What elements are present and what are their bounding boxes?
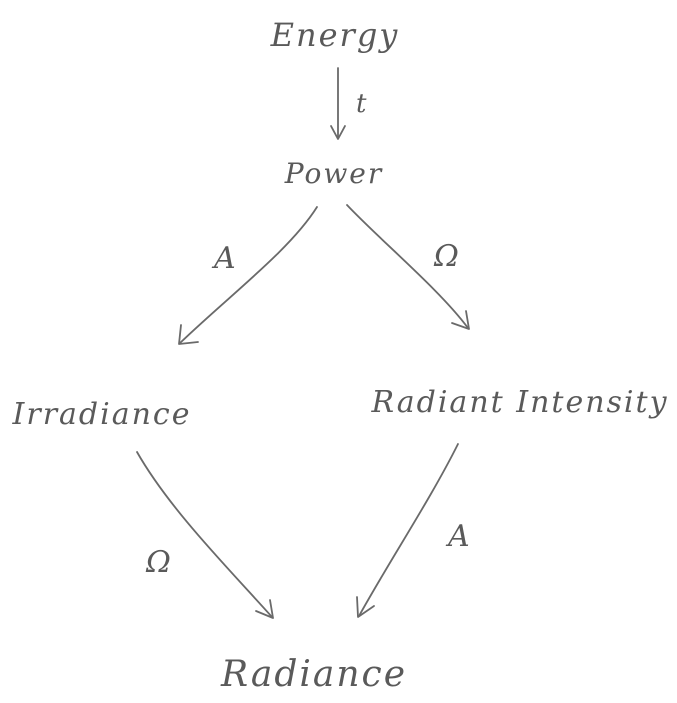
edge-irradiance-to-radiance: [136, 451, 274, 619]
edge-irr-rad-line: [136, 451, 273, 618]
edge-energy-power-arrowhead: [330, 125, 346, 140]
edge-ri-rad-arrowhead: [356, 596, 375, 618]
edge-power-to-irradiance: [178, 206, 318, 345]
node-irradiance: Irradiance: [12, 397, 192, 432]
edge-label-omega-right: Ω: [433, 239, 459, 274]
edge-ri-rad-line: [358, 443, 459, 617]
node-radiant-intensity: Radiant Intensity: [370, 385, 668, 420]
edge-power-ri-line: [346, 204, 469, 329]
node-radiance: Radiance: [220, 654, 407, 695]
edge-power-to-radiant-intensity: [346, 204, 470, 330]
node-power: Power: [284, 157, 383, 190]
edge-label-t: t: [356, 89, 367, 119]
edge-power-ri-arrowhead: [451, 310, 470, 330]
edge-label-a-right: A: [445, 519, 470, 554]
edge-radiant-intensity-to-radiance: [356, 443, 459, 618]
edge-power-irradiance-line: [179, 206, 318, 344]
edge-label-a-left: A: [211, 241, 236, 276]
edge-irr-rad-arrowhead: [255, 599, 274, 619]
edge-energy-to-power: [330, 67, 346, 140]
edge-label-omega-left: Ω: [145, 545, 171, 580]
node-energy: Energy: [270, 16, 400, 54]
edge-power-irradiance-arrowhead: [178, 324, 199, 345]
